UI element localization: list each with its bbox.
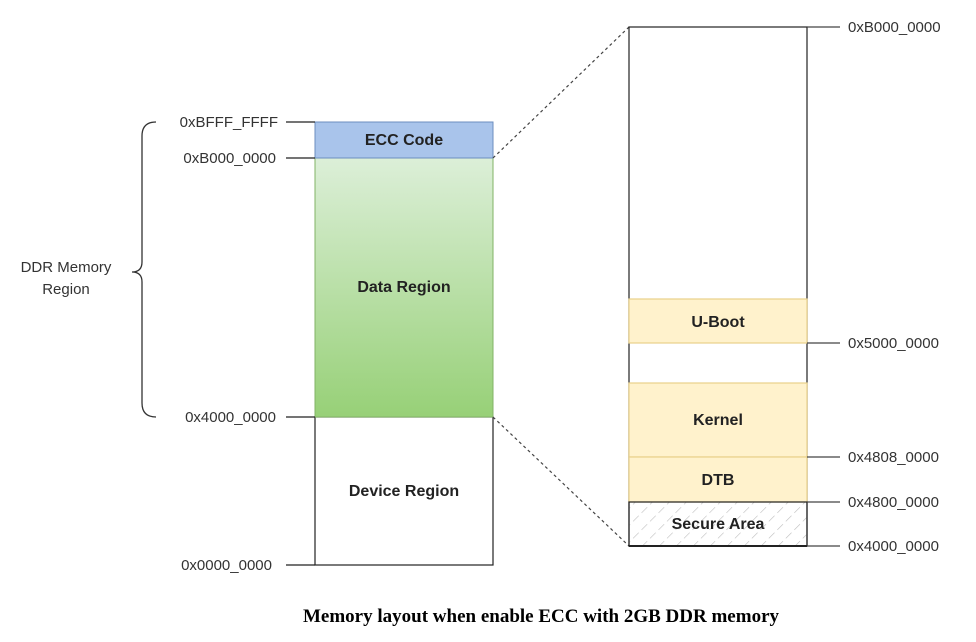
ecc-code-block	[314, 121, 494, 159]
dtb-label: DTB	[702, 472, 735, 489]
data-region-block	[314, 157, 494, 418]
addr-left-data-top: 0xB000_0000	[183, 150, 276, 167]
brace-label-line1: DDR Memory	[21, 259, 112, 276]
addr-right-top: 0xB000_0000	[848, 19, 941, 36]
addr-left-top: 0xBFFF_FFFF	[180, 114, 278, 131]
brace-label-line2: Region	[42, 281, 90, 298]
ecc-code-label: ECC Code	[365, 132, 443, 149]
kernel-label: Kernel	[693, 412, 743, 429]
right-memory-column: U-Boot Kernel DTB Secure Area 0xB000_000…	[628, 19, 941, 555]
addr-left-data-bottom: 0x4000_0000	[185, 409, 276, 426]
addr-right-uboot: 0x5000_0000	[848, 335, 939, 352]
zoom-line-top	[492, 26, 630, 159]
left-memory-column: ECC Code Data Region Device Region 0xBFF…	[21, 114, 494, 574]
device-region-block	[314, 416, 494, 566]
addr-right-bottom: 0x4000_0000	[848, 538, 939, 555]
dtb-block	[628, 456, 808, 503]
addr-left-zero: 0x0000_0000	[181, 557, 272, 574]
addr-right-secure: 0x4800_0000	[848, 494, 939, 511]
data-region-label: Data Region	[357, 279, 450, 296]
uboot-label: U-Boot	[691, 314, 745, 331]
addr-right-dtb: 0x4808_0000	[848, 449, 939, 466]
kernel-block	[628, 382, 808, 458]
figure-caption: Memory layout when enable ECC with 2GB D…	[303, 606, 780, 627]
secure-area-block	[628, 501, 808, 547]
uboot-block	[628, 298, 808, 344]
secure-area-label: Secure Area	[672, 516, 765, 533]
ddr-region-brace	[131, 121, 157, 418]
zoom-line-bottom	[492, 416, 630, 547]
device-region-label: Device Region	[349, 483, 459, 500]
